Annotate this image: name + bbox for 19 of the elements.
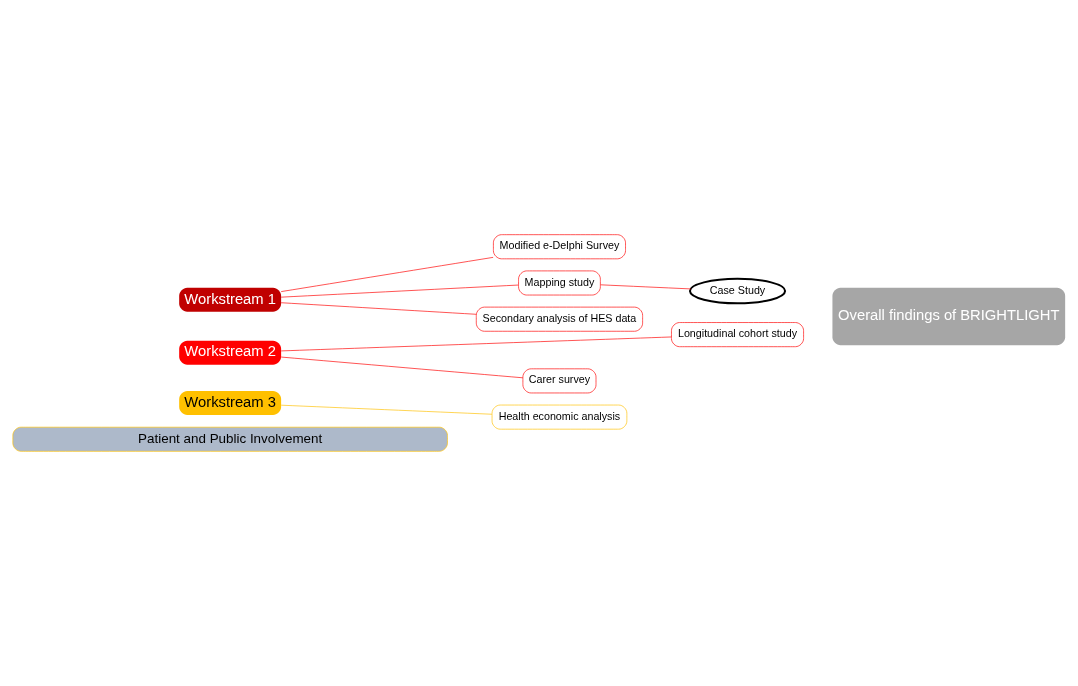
node-box: Health economic analysis <box>491 404 628 430</box>
connector <box>280 336 672 352</box>
node-box: Longitudinal cohort study <box>671 322 804 348</box>
connector <box>280 404 493 415</box>
node-box: Overall findings of BRIGHTLIGHT <box>832 287 1066 346</box>
connector <box>280 302 477 315</box>
connector <box>280 284 519 298</box>
node-box: Carer survey <box>522 368 597 394</box>
node-box: Workstream 2 <box>179 340 282 365</box>
node-box: Workstream 1 <box>179 287 282 312</box>
node-box: Mapping study <box>518 270 601 296</box>
node-box: Patient and Public Involvement <box>12 426 448 452</box>
connector <box>280 356 524 379</box>
connector <box>280 257 494 292</box>
node-box: Secondary analysis of HES data <box>475 306 643 332</box>
node-ellipse: Case Study <box>688 277 787 305</box>
node-box: Workstream 3 <box>179 390 282 416</box>
node-box: Modified e-Delphi Survey <box>493 234 626 260</box>
connector <box>600 284 692 290</box>
